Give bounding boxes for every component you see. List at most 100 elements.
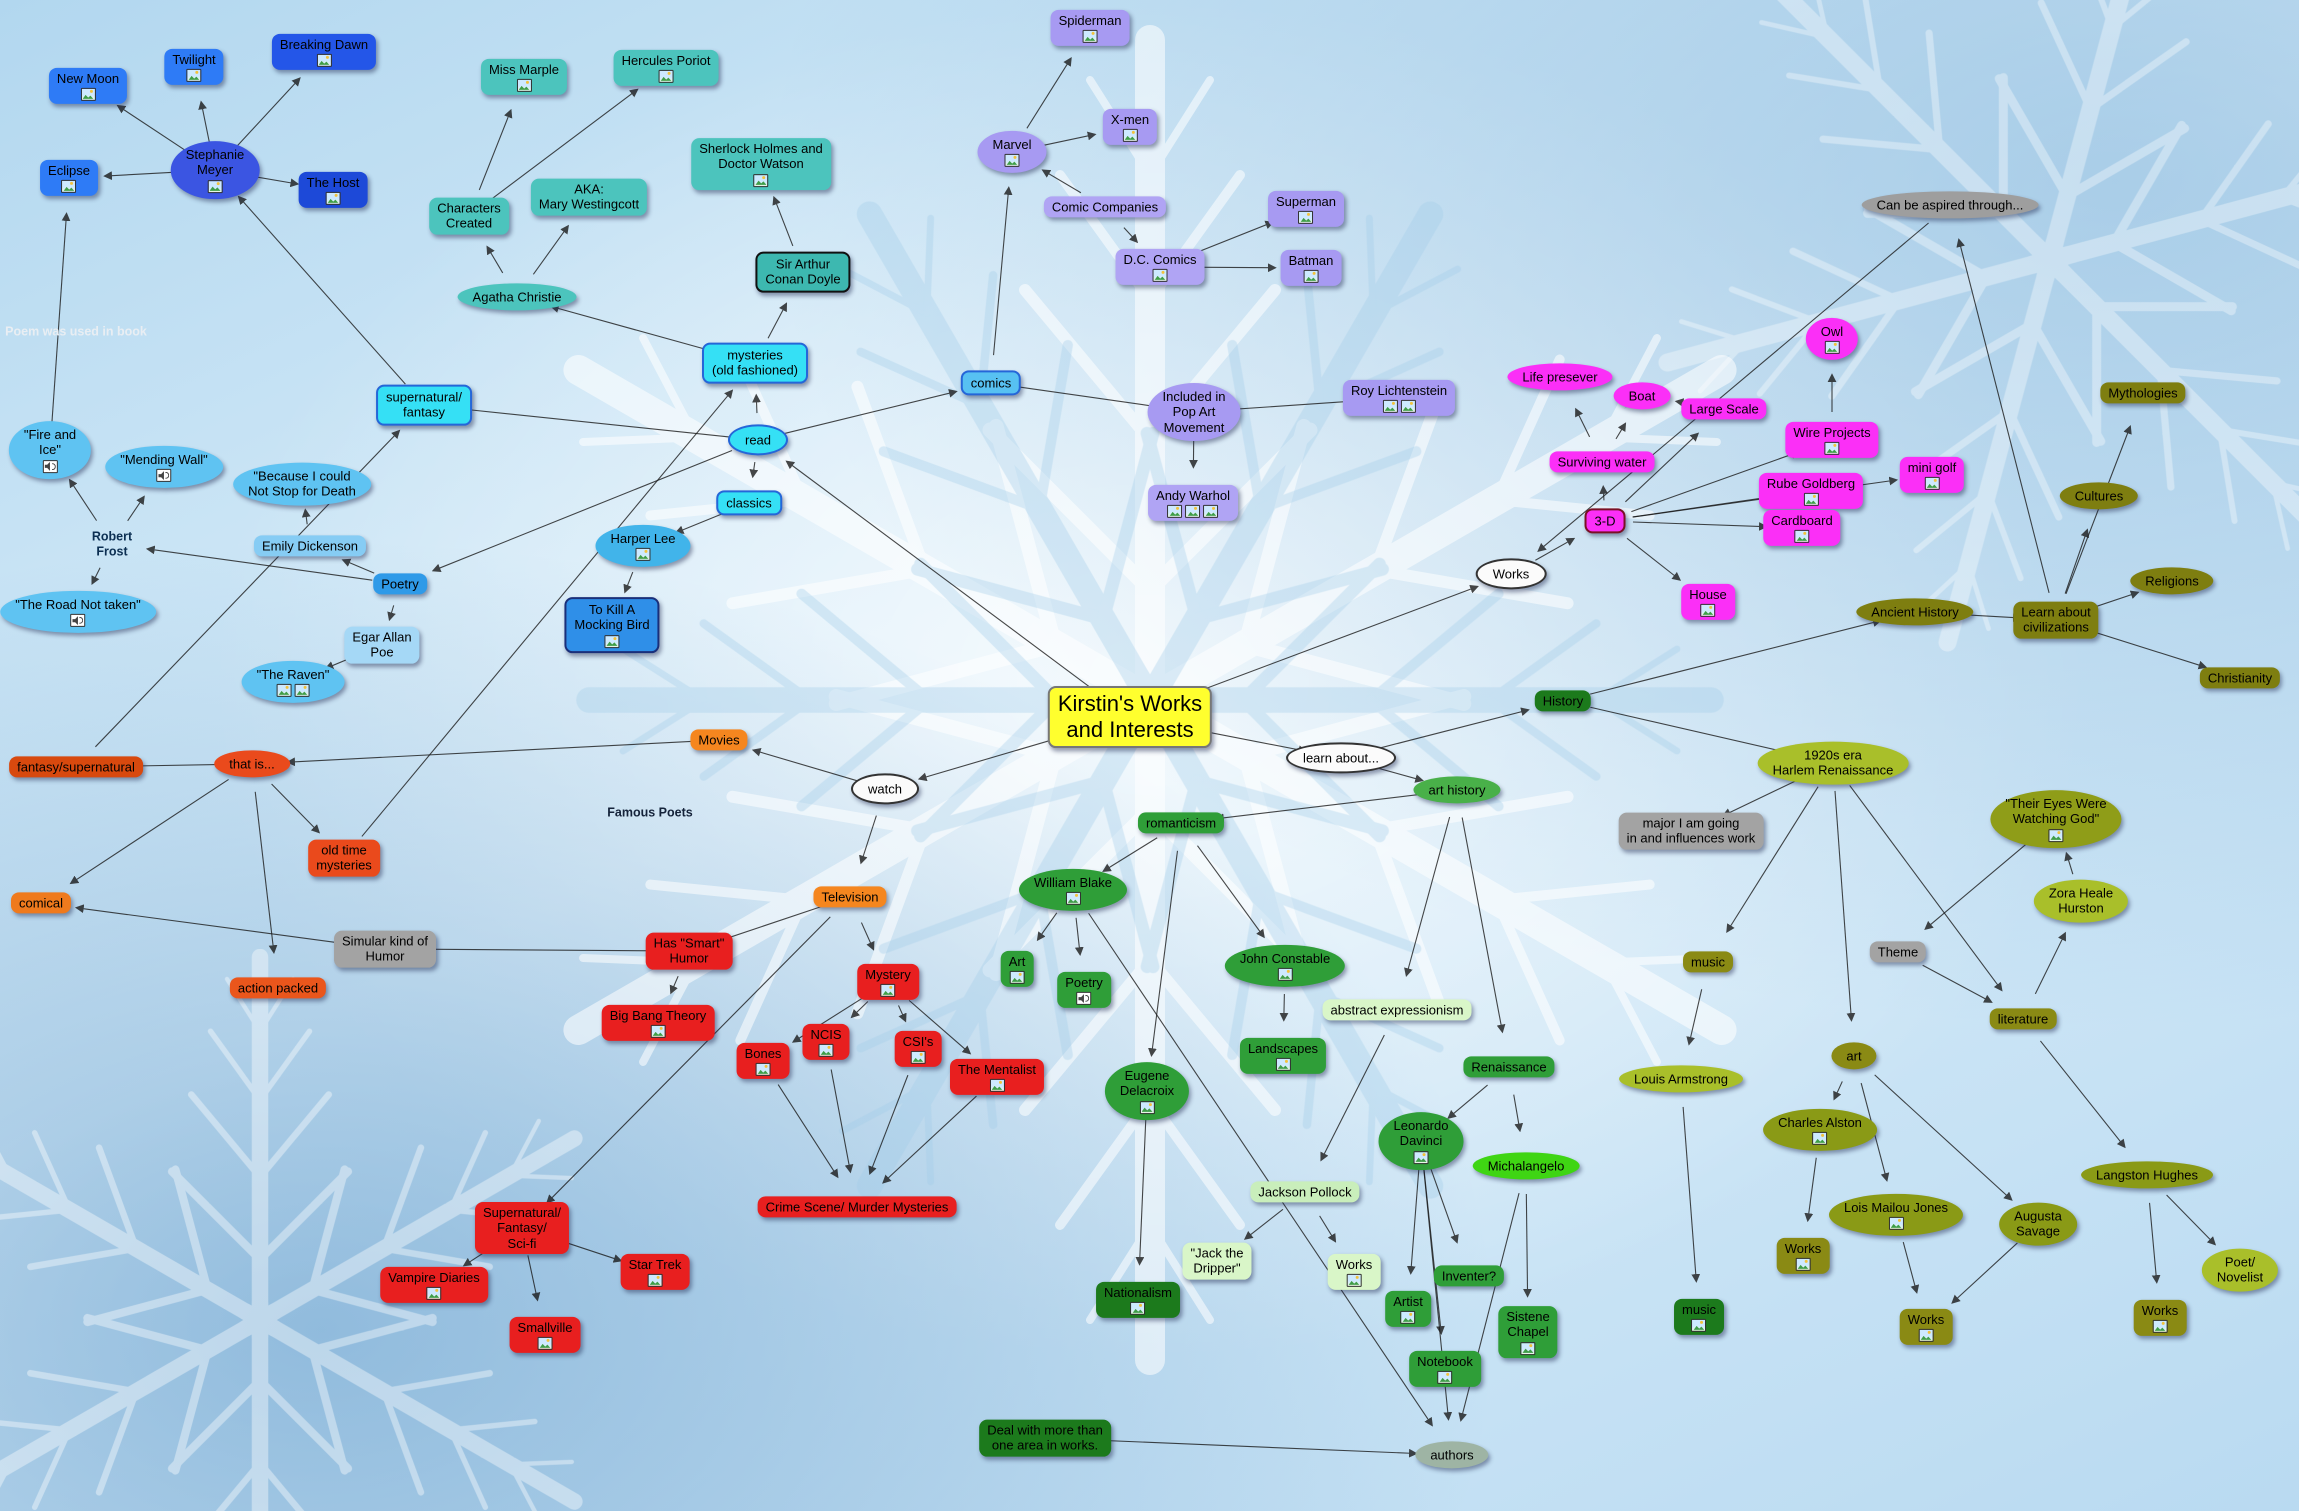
node-artist[interactable]: Artist (1385, 1290, 1431, 1328)
image-resource-icon[interactable] (1382, 400, 1398, 414)
node-read[interactable]: read (727, 424, 789, 456)
node-because[interactable]: "Because I could Not Stop for Death (233, 462, 371, 506)
node-theme[interactable]: Theme (1869, 941, 1927, 963)
image-resource-icon[interactable] (880, 984, 896, 998)
image-resource-icon[interactable] (1824, 341, 1840, 355)
node-rube-goldberg[interactable]: Rube Goldberg (1758, 472, 1864, 510)
node-mythologies[interactable]: Mythologies (2100, 382, 2186, 404)
node-leonardo[interactable]: Leonardo Davinci (1378, 1112, 1464, 1170)
node-harlem[interactable]: 1920s era Harlem Renaissance (1757, 741, 1909, 785)
node-augusta[interactable]: Augusta Savage (1999, 1202, 2077, 1246)
node-major-note[interactable]: major I am going in and influences work (1618, 812, 1764, 850)
node-batman[interactable]: Batman (1280, 249, 1342, 287)
image-resource-icon[interactable] (316, 54, 332, 68)
node-fire-ice[interactable]: "Fire and Ice" (8, 421, 92, 479)
node-smallville[interactable]: Smallville (509, 1316, 581, 1354)
image-resource-icon[interactable] (61, 180, 77, 194)
node-learn-civ[interactable]: Learn about civilizations (2013, 601, 2099, 639)
node-house[interactable]: House (1681, 583, 1735, 621)
node-big-bang[interactable]: Big Bang Theory (601, 1004, 715, 1042)
node-history[interactable]: History (1534, 690, 1592, 712)
image-resource-icon[interactable] (2048, 828, 2064, 842)
node-christianity[interactable]: Christianity (2199, 667, 2281, 689)
image-resource-icon[interactable] (1139, 1100, 1155, 1114)
image-resource-icon[interactable] (753, 173, 769, 187)
node-authors[interactable]: authors (1415, 1441, 1489, 1469)
node-surviving-water[interactable]: Surviving water (1549, 451, 1655, 473)
image-resource-icon[interactable] (1065, 892, 1081, 906)
node-langston[interactable]: Langston Hughes (2081, 1161, 2213, 1189)
node-renaissance[interactable]: Renaissance (1463, 1056, 1555, 1078)
node-lois[interactable]: Lois Mailou Jones (1828, 1193, 1964, 1237)
node-works-o3[interactable]: Works (2133, 1299, 2187, 1337)
node-william-blake[interactable]: William Blake (1018, 868, 1128, 912)
node-works-o2[interactable]: Works (1899, 1308, 1953, 1346)
node-twilight[interactable]: Twilight (164, 48, 224, 86)
image-resource-icon[interactable] (1924, 477, 1940, 491)
node-works-o1[interactable]: Works (1776, 1237, 1830, 1275)
image-resource-icon[interactable] (818, 1044, 834, 1058)
node-zora[interactable]: Zora Heale Hurston (2033, 879, 2129, 923)
node-comical[interactable]: comical (10, 892, 72, 914)
node-mending[interactable]: "Mending Wall" (105, 445, 223, 489)
node-music-olive[interactable]: music (1683, 951, 1733, 973)
image-resource-icon[interactable] (1130, 1302, 1146, 1316)
node-their-eyes[interactable]: "Their Eyes Were Watching God" (1990, 790, 2122, 848)
image-resource-icon[interactable] (647, 1274, 663, 1288)
image-resource-icon[interactable] (1795, 1258, 1811, 1272)
node-agatha[interactable]: Agatha Christie (457, 283, 577, 311)
node-can-be-aspired[interactable]: Can be aspired through... (1861, 191, 2039, 219)
node-michalangelo[interactable]: Michalangelo (1472, 1152, 1580, 1180)
node-boat[interactable]: Boat (1613, 382, 1671, 410)
audio-resource-icon[interactable] (42, 459, 58, 473)
node-movies[interactable]: Movies (690, 729, 748, 751)
node-mystery[interactable]: Mystery (857, 963, 919, 1001)
node-x-men[interactable]: X-men (1102, 108, 1158, 146)
image-resource-icon[interactable] (1277, 968, 1293, 982)
node-mysteries-old[interactable]: mysteries (old fashioned) (702, 342, 808, 384)
image-resource-icon[interactable] (1437, 1371, 1453, 1385)
image-resource-icon[interactable] (650, 1025, 666, 1039)
node-notebook[interactable]: Notebook (1409, 1350, 1481, 1388)
node-supernatural-fantasy[interactable]: supernatural/ fantasy (376, 384, 472, 426)
image-resource-icon[interactable] (1700, 604, 1716, 618)
node-charles-alston[interactable]: Charles Alston (1763, 1108, 1877, 1152)
node-mentalist[interactable]: The Mentalist (949, 1058, 1045, 1096)
node-wire-projects[interactable]: Wire Projects (1785, 421, 1879, 459)
node-poet-novelist[interactable]: Poet/ Novelist (2201, 1248, 2279, 1292)
image-resource-icon[interactable] (1824, 442, 1840, 456)
node-art-olive[interactable]: art (1831, 1042, 1877, 1070)
node-csis[interactable]: CSI's (894, 1030, 942, 1068)
node-stephanie[interactable]: Stephanie Meyer (170, 141, 260, 199)
image-resource-icon[interactable] (1346, 1274, 1362, 1288)
image-resource-icon[interactable] (1520, 1341, 1536, 1355)
node-jack-dripper[interactable]: "Jack the Dripper" (1182, 1242, 1252, 1280)
node-andy-warhol[interactable]: Andy Warhol (1148, 484, 1238, 522)
node-john-constable[interactable]: John Constable (1224, 944, 1346, 988)
node-road-not-taken[interactable]: "The Road Not taken" (0, 590, 156, 634)
node-owl[interactable]: Owl (1805, 317, 1859, 361)
node-roy[interactable]: Roy Lichtenstein (1342, 379, 1456, 417)
image-resource-icon[interactable] (1004, 154, 1020, 168)
node-characters-created[interactable]: Characters Created (429, 197, 509, 235)
node-tkam[interactable]: To Kill A Mocking Bird (564, 597, 660, 653)
node-marvel[interactable]: Marvel (977, 130, 1047, 174)
node-works-center[interactable]: Works (1475, 558, 1547, 590)
node-life-presever[interactable]: Life presever (1507, 363, 1613, 391)
node-louis[interactable]: Louis Armstrong (1619, 1065, 1743, 1093)
image-resource-icon[interactable] (1691, 1319, 1707, 1333)
node-delacroix[interactable]: Eugene Delacroix (1104, 1062, 1190, 1120)
node-vampire[interactable]: Vampire Diaries (380, 1266, 488, 1304)
node-superman[interactable]: Superman (1268, 190, 1344, 228)
node-nationalism[interactable]: Nationalism (1096, 1281, 1180, 1319)
image-resource-icon[interactable] (910, 1051, 926, 1065)
image-resource-icon[interactable] (2152, 1320, 2168, 1334)
node-classics[interactable]: classics (716, 490, 782, 516)
image-resource-icon[interactable] (1413, 1150, 1429, 1164)
image-resource-icon[interactable] (1888, 1217, 1904, 1231)
node-religions[interactable]: Religions (2130, 567, 2214, 595)
image-resource-icon[interactable] (658, 70, 674, 84)
image-resource-icon[interactable] (1794, 530, 1810, 544)
node-breaking-dawn[interactable]: Breaking Dawn (271, 33, 377, 71)
image-resource-icon[interactable] (276, 684, 292, 698)
